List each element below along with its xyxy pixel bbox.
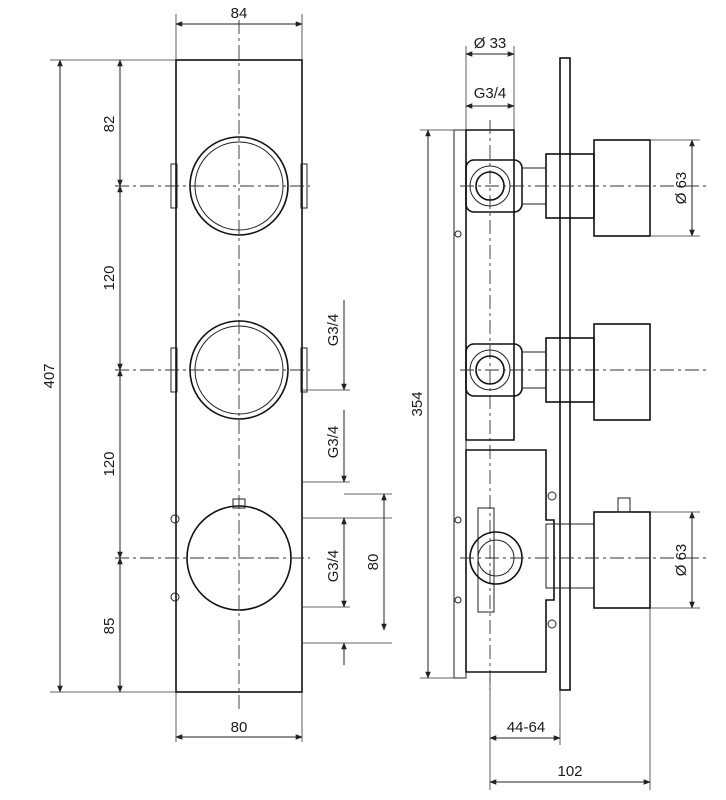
outlet-label-2: G3/4 bbox=[325, 426, 342, 459]
handle-diameter-2-label: Ø 63 bbox=[673, 544, 690, 577]
spacing-middle-1-label: 120 bbox=[101, 265, 118, 290]
spacing-top-label: 82 bbox=[101, 116, 118, 133]
spacing-bottom-label: 85 bbox=[101, 618, 118, 635]
bottom-width-label: 80 bbox=[231, 719, 248, 736]
handle-diameter-1-label: Ø 63 bbox=[673, 172, 690, 205]
side-thermostat-body bbox=[460, 449, 708, 673]
overall-height-label: 407 bbox=[41, 363, 58, 388]
side-main-pipe bbox=[465, 129, 515, 441]
side-view: Ø 33 G3/4 354 Ø 63 Ø 63 44-64 102 bbox=[409, 35, 708, 790]
front-plate bbox=[175, 59, 303, 693]
install-depth-label: 44-64 bbox=[507, 719, 545, 736]
front-knob-top bbox=[115, 136, 310, 236]
side-connector-middle bbox=[460, 323, 708, 421]
outlet-label-3: G3/4 bbox=[325, 550, 342, 583]
outlet-dimensions: G3/4 G3/4 G3/4 80 bbox=[302, 300, 392, 665]
side-backplate bbox=[453, 129, 467, 679]
front-knob-middle bbox=[115, 320, 310, 420]
spacing-middle-2-label: 120 bbox=[101, 451, 118, 476]
body-height-label: 354 bbox=[409, 391, 426, 416]
outlet-spacing-label: 80 bbox=[365, 554, 382, 571]
pipe-thread-label: G3/4 bbox=[474, 85, 507, 102]
top-width-label: 84 bbox=[231, 5, 248, 22]
front-knob-bottom bbox=[115, 498, 310, 611]
outlet-label-1: G3/4 bbox=[325, 314, 342, 347]
overall-depth-label: 102 bbox=[557, 763, 582, 780]
pipe-diameter-label: Ø 33 bbox=[474, 35, 507, 52]
side-connector-top bbox=[460, 139, 708, 237]
side-cover-plate bbox=[559, 57, 571, 691]
front-view: 84 80 407 82 120 120 85 G3/4 G3/4 bbox=[41, 5, 392, 742]
